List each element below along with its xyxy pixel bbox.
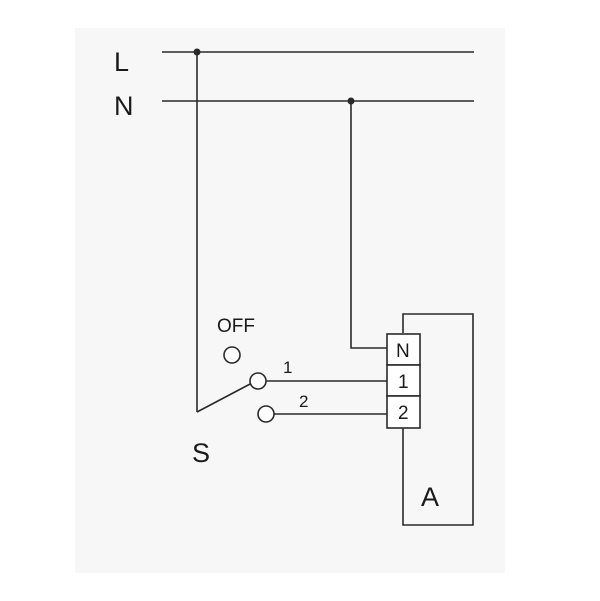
switch-position-1-label: 1 (283, 358, 292, 377)
terminal-1-label: 1 (398, 372, 409, 393)
switch-position-2-label: 2 (299, 392, 308, 411)
phase-label: L (114, 47, 129, 77)
switch-off-label: OFF (217, 316, 255, 337)
neutral-drop-wire (350, 101, 387, 349)
diagram-panel (75, 28, 505, 573)
switch-label: S (192, 438, 210, 468)
terminal-n (386, 333, 421, 366)
terminal-n-label: N (396, 341, 410, 362)
switch-lever (196, 382, 253, 413)
neutral-label: N (114, 91, 134, 121)
device-outline (402, 313, 474, 526)
switch-contact-1 (249, 372, 267, 390)
device-label: A (421, 482, 439, 512)
switch-off-contact (223, 346, 241, 364)
terminal-1 (386, 364, 421, 397)
switch-contact-2 (257, 405, 275, 423)
terminal-2-label: 2 (398, 403, 409, 424)
terminal-2 (386, 395, 421, 429)
